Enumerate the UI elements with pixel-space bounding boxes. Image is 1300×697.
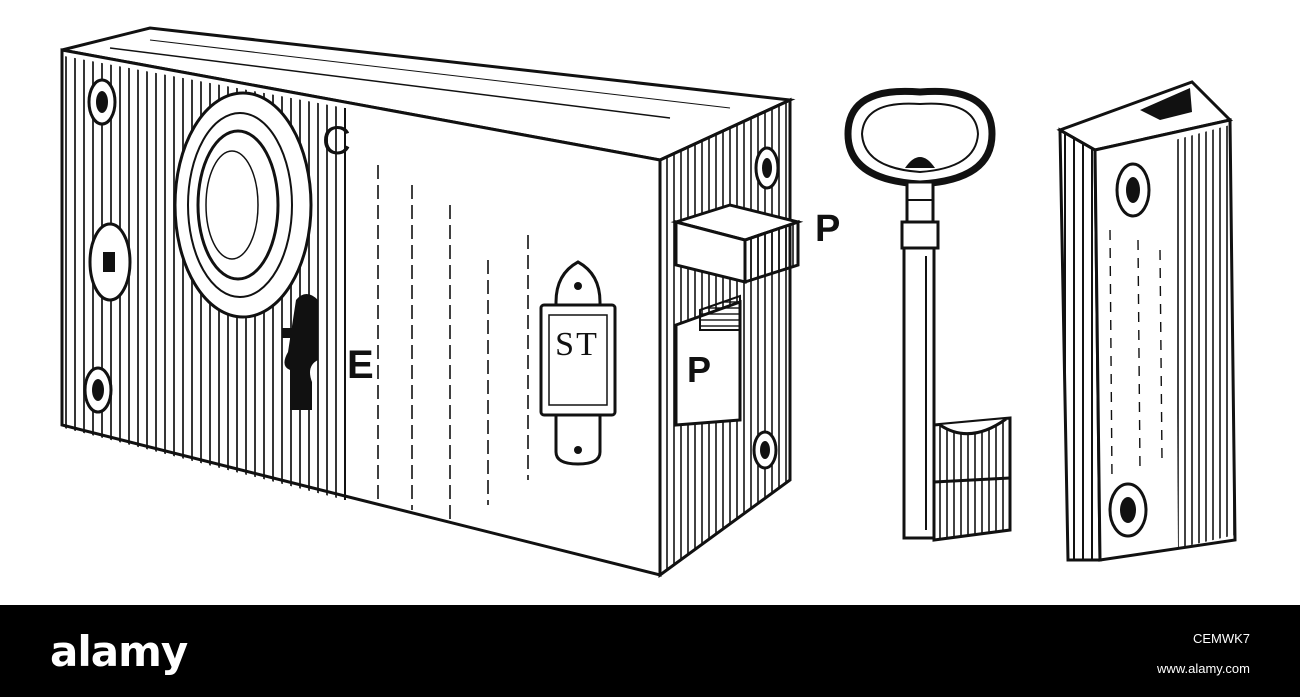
key [844, 87, 1012, 542]
plate-label-st: ST [555, 326, 599, 363]
footer-url-text: www.alamy.com [1157, 661, 1250, 676]
lock-engraving-illustration: C E P P ST [60, 26, 1237, 578]
keeper-strike-plate [1056, 80, 1237, 562]
screw-hole-middle [88, 222, 132, 302]
watermark-footer-bar: alamy CEMWK7 www.alamy.com [0, 605, 1300, 697]
bolt-upper [670, 203, 804, 285]
keyhole [282, 294, 318, 410]
st-escutcheon-plate [539, 260, 617, 466]
label-p-bolt: P [687, 349, 712, 390]
screw-hole-bottom [83, 366, 113, 414]
label-c: C [322, 119, 351, 163]
screw-hole-top [87, 78, 117, 126]
knob-rosette [173, 91, 313, 319]
image-id-text: CEMWK7 [1192, 631, 1250, 646]
label-e: E [347, 343, 374, 387]
bolt-lower [674, 294, 742, 427]
label-p-top: P [815, 208, 841, 250]
screw-hole-side [752, 146, 780, 470]
alamy-logo: alamy [50, 627, 188, 676]
lock-body [60, 26, 804, 578]
